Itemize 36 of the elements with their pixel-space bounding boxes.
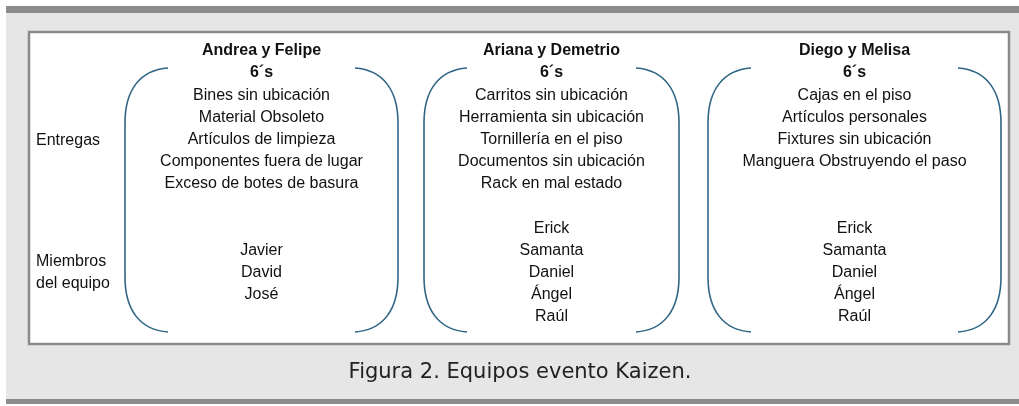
delivery-item: Documentos sin ubicación bbox=[457, 151, 646, 171]
delivery-item: Material Obsoleto bbox=[197, 107, 326, 127]
figure-caption: Figura 2. Equipos evento Kaizen. bbox=[347, 358, 693, 385]
member-name: Erick bbox=[835, 218, 874, 238]
member-name: Erick bbox=[532, 218, 571, 238]
member-name: Ángel bbox=[530, 283, 573, 304]
delivery-item: Componentes fuera de lugar bbox=[159, 151, 364, 171]
member-name: Javier bbox=[239, 240, 284, 260]
member-name: Samanta bbox=[821, 240, 888, 260]
delivery-item: Rack en mal estado bbox=[479, 173, 624, 193]
member-name: Ángel bbox=[833, 283, 876, 304]
delivery-item: Fixtures sin ubicación bbox=[776, 129, 933, 149]
team-heading: Ariana y Demetrio bbox=[482, 40, 621, 60]
category-heading: 6´s bbox=[538, 62, 565, 82]
delivery-item: Tornillería en el piso bbox=[479, 129, 624, 149]
category-heading: 6´s bbox=[248, 62, 275, 82]
delivery-item: Manguera Obstruyendo el paso bbox=[741, 151, 968, 171]
delivery-item: Bines sin ubicación bbox=[192, 85, 331, 105]
delivery-item: Artículos de limpieza bbox=[186, 129, 337, 149]
row-label: Miembros del equipo bbox=[36, 251, 111, 293]
member-name: Raúl bbox=[837, 306, 872, 326]
delivery-item: Carritos sin ubicación bbox=[474, 85, 629, 105]
team-heading: Diego y Melisa bbox=[797, 40, 912, 60]
category-heading: 6´s bbox=[841, 62, 868, 82]
delivery-item: Exceso de botes de basura bbox=[163, 173, 360, 193]
delivery-item: Artículos personales bbox=[781, 107, 928, 127]
delivery-item: Cajas en el piso bbox=[796, 85, 913, 105]
row-label: Entregas bbox=[36, 130, 102, 150]
member-name: Raúl bbox=[534, 306, 569, 326]
member-name: Daniel bbox=[527, 262, 576, 282]
member-name: José bbox=[243, 284, 280, 304]
member-name: Samanta bbox=[518, 240, 585, 260]
member-name: David bbox=[240, 262, 283, 282]
delivery-item: Herramienta sin ubicación bbox=[458, 107, 645, 127]
member-name: Daniel bbox=[830, 262, 879, 282]
team-heading: Andrea y Felipe bbox=[200, 40, 323, 60]
